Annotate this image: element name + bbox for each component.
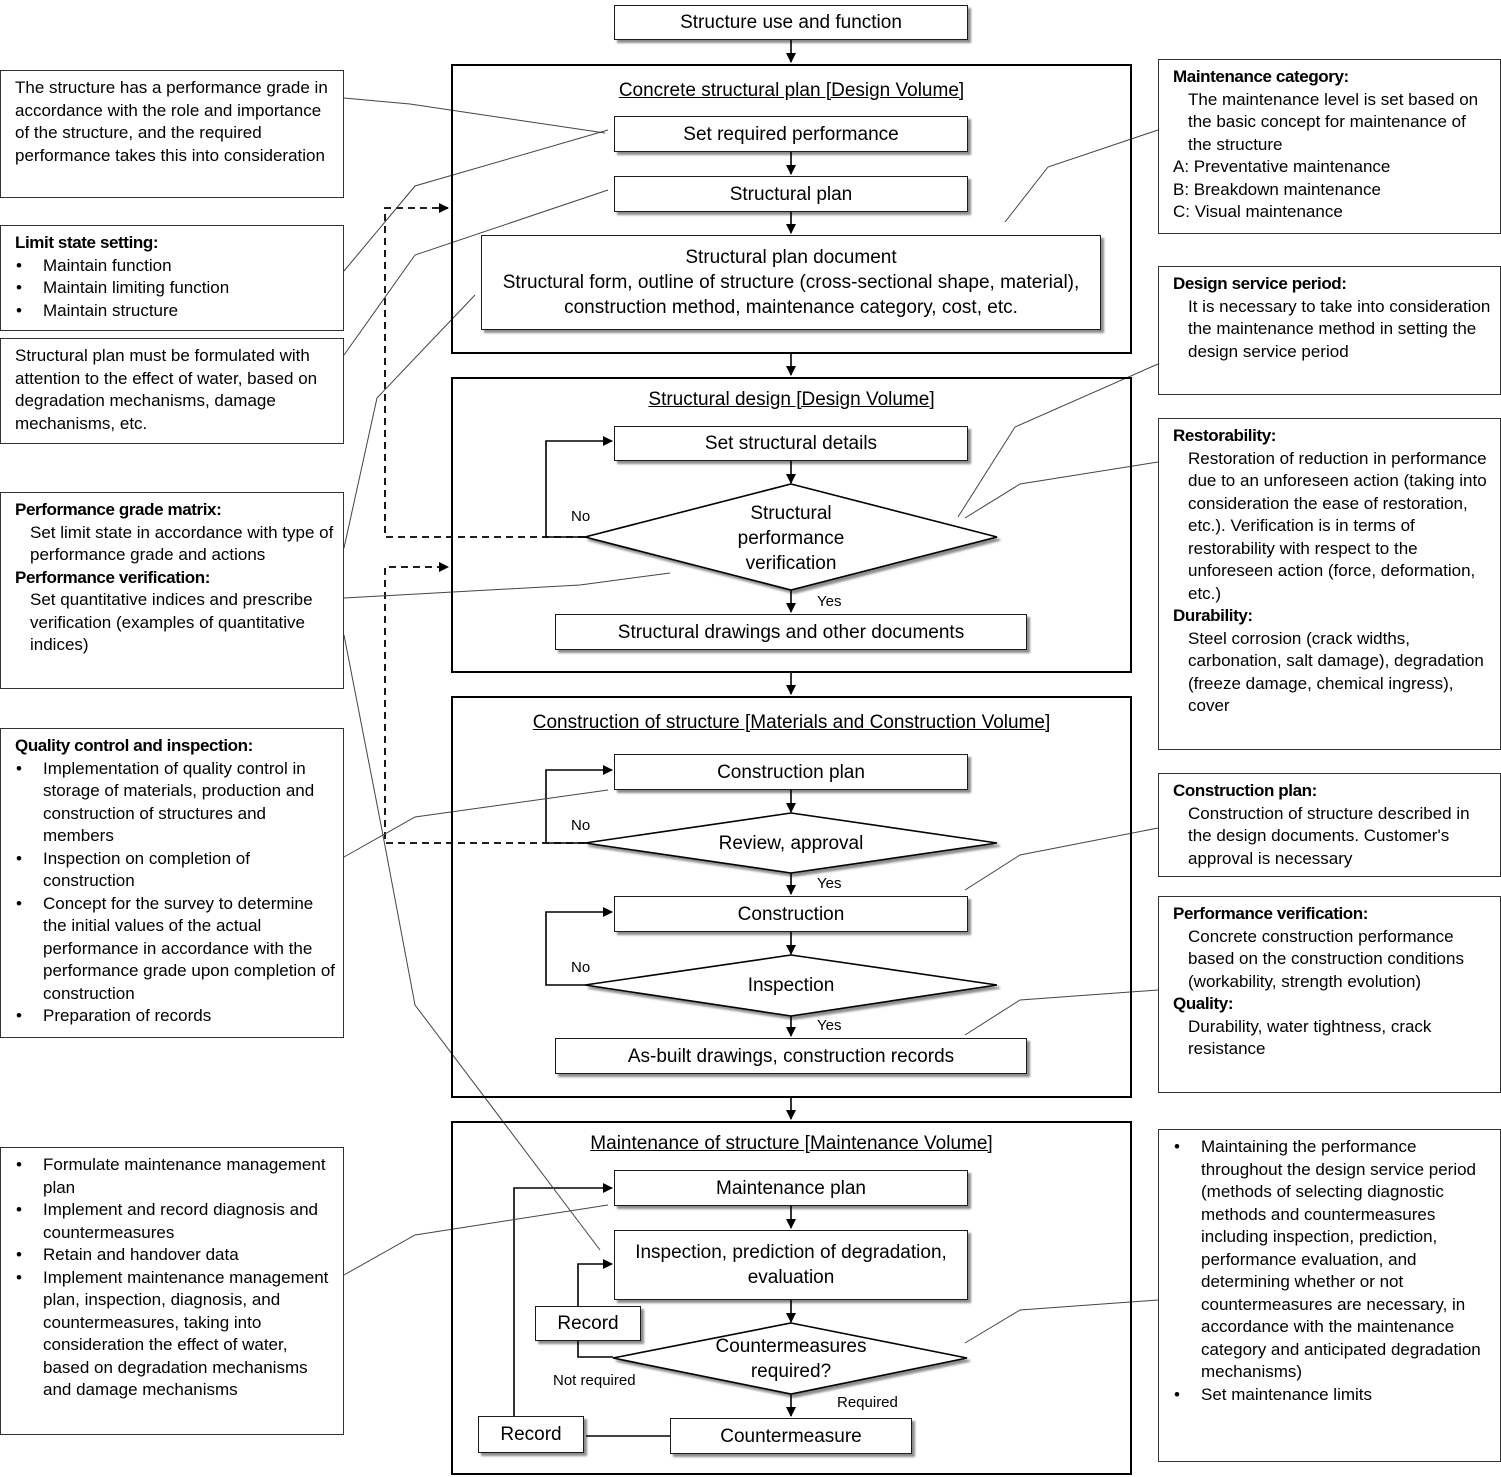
list-item: Set maintenance limits [1173,1384,1492,1407]
water-effect-note: Structural plan must be formulated with … [0,338,344,444]
record-box: Record [478,1416,584,1453]
structural-design-title: Structural design [Design Volume] [648,389,935,410]
maintenance-plan-box: Maintenance plan [614,1170,968,1206]
list-item: Formulate maintenance management plan [15,1154,335,1199]
verification-diamond [584,483,998,591]
main-arrows [513,40,796,1437]
design-service-period-note: Design service period: It is necessary t… [1158,266,1501,395]
note-text: Structural plan must be formulated with … [15,346,318,433]
leader-lines [343,97,1159,1344]
structural-plan-box: Structural plan [614,176,968,212]
limit-state-note: Limit state setting: Maintain function M… [0,225,344,331]
no-label: No [571,508,591,525]
set-required-performance-box: Set required performance [614,116,968,152]
no-label: No [571,959,591,976]
countermeasures-diamond [612,1322,968,1395]
note-text: Set quantitative indices and prescribe v… [30,590,313,654]
note-text: The maintenance level is set based on th… [1188,89,1479,154]
note-heading: Construction plan: [1173,781,1317,800]
review-diamond [584,812,998,874]
list-item: Implementation of quality control in sto… [15,758,335,848]
quality-control-note: Quality control and inspection: Implemen… [0,728,344,1038]
construction-title: Construction of structure [Materials and… [532,712,1051,733]
structural-plan-document-box: Structural plan document Structural form… [481,235,1101,330]
list-item: Concept for the survey to determine the … [15,893,335,1006]
note-heading: Limit state setting: [15,233,159,252]
dashed-feedback [384,203,585,844]
list-item: Maintain structure [15,300,335,323]
inspection-prediction-box: Inspection, prediction of degradation, e… [614,1230,968,1300]
list-item: Inspection on completion of construction [15,848,335,893]
document-title: Structural plan document [685,247,897,268]
structural-drawings-box: Structural drawings and other documents [555,614,1027,650]
structure-use-box: Structure use and function [614,5,968,40]
inspection-diamond [584,954,998,1017]
no-label: No [571,817,591,834]
design-plan-title: Concrete structural plan [Design Volume] [618,80,965,101]
note-heading: Quality: [1173,994,1234,1013]
category-item: B: Breakdown maintenance [1173,179,1381,199]
record-box: Record [535,1306,641,1341]
note-text: Steel corrosion (crack widths, carbonati… [1188,628,1484,716]
note-text: Construction of structure described in t… [1188,803,1470,868]
note-text: Set limit state in accordance with type … [30,522,334,565]
countermeasure-box: Countermeasure [670,1418,912,1454]
note-heading: Durability: [1173,606,1253,625]
maintaining-list: Maintaining the performance throughout t… [1173,1136,1492,1406]
maintenance-category-note: Maintenance category: The maintenance le… [1158,59,1501,234]
set-structural-details-box: Set structural details [614,426,968,461]
construction-section [451,696,1132,1098]
construction-plan-note: Construction plan: Construction of struc… [1158,773,1501,877]
category-item: A: Preventative maintenance [1173,157,1391,176]
list-item: Maintain function [15,255,335,278]
performance-matrix-note: Performance grade matrix: Set limit stat… [0,492,344,689]
note-text: Restoration of reduction in performance … [1188,448,1487,603]
maintenance-title: Maintenance of structure [Maintenance Vo… [590,1133,993,1154]
note-text: The structure has a performance grade in… [15,78,328,165]
note-heading: Restorability: [1173,426,1277,445]
note-heading: Performance verification: [1173,904,1369,923]
note-heading: Performance verification: [15,567,211,587]
yes-label: Yes [817,593,842,610]
construction-box: Construction [614,896,968,932]
note-heading: Performance grade matrix: [15,500,222,519]
note-text: It is necessary to take into considerati… [1188,296,1491,361]
list-item: Maintain limiting function [15,277,335,300]
quality-list: Implementation of quality control in sto… [15,758,335,1028]
note-text: Concrete construction performance based … [1188,926,1464,991]
list-item: Maintaining the performance throughout t… [1173,1136,1492,1384]
review-text: Review, approval [718,833,864,854]
note-text: Durability, water tightness, crack resis… [1188,1016,1432,1059]
note-heading: Design service period: [1173,274,1347,293]
structural-design-section [451,377,1132,673]
document-body: Structural form, outline of structure (c… [502,272,1080,318]
required-label: Required [837,1394,898,1411]
category-item: C: Visual maintenance [1173,202,1343,221]
limit-state-list: Maintain function Maintain limiting func… [15,255,335,323]
note-heading: Maintenance category: [1173,67,1349,86]
list-item: Retain and handover data [15,1244,335,1267]
performance-grade-note: The structure has a performance grade in… [0,70,344,198]
maintaining-performance-note: Maintaining the performance throughout t… [1158,1129,1501,1462]
list-item: Preparation of records [15,1005,335,1028]
list-item: Implement and record diagnosis and count… [15,1199,335,1244]
design-plan-section [451,64,1132,354]
yes-label: Yes [817,875,842,892]
construction-plan-box: Construction plan [614,754,968,790]
restorability-note: Restorability: Restoration of reduction … [1158,418,1501,750]
countermeasures-text: Countermeasures required? [715,1336,867,1382]
not-required-label: Not required [553,1372,636,1389]
verification-text: Structural performance verification [737,502,845,574]
performance-verification-note: Performance verification: Concrete const… [1158,896,1501,1093]
maintenance-list: Formulate maintenance management plan Im… [15,1154,335,1402]
asbuilt-drawings-box: As-built drawings, construction records [555,1038,1027,1074]
maintenance-section [451,1121,1132,1475]
maintenance-management-note: Formulate maintenance management plan Im… [0,1147,344,1435]
note-heading: Quality control and inspection: [15,736,253,755]
yes-label: Yes [817,1017,842,1034]
list-item: Implement maintenance management plan, i… [15,1267,335,1402]
inspection-text: Inspection [747,975,835,996]
